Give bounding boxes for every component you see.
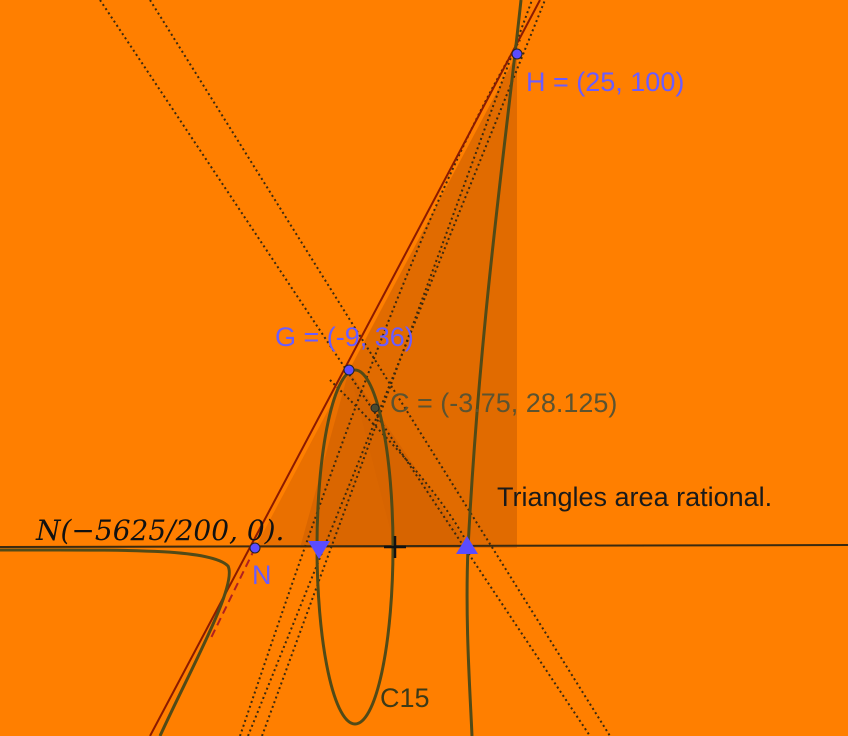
point-g[interactable] bbox=[343, 364, 355, 376]
dotted-curve-2 bbox=[329, 379, 471, 549]
n-formula-text: N(−5625/200, 0). bbox=[35, 514, 284, 547]
label-c: C = (-3.75, 28.125) bbox=[390, 388, 617, 418]
point-n[interactable] bbox=[249, 542, 261, 554]
label-g: G = (-9, 36) bbox=[275, 322, 414, 352]
dotted-line-1 bbox=[99, 0, 591, 736]
point-c[interactable] bbox=[370, 403, 380, 413]
label-curve-c15: C15 bbox=[380, 683, 430, 713]
shaded-triangle-large bbox=[255, 54, 517, 548]
marker-triangle-up[interactable] bbox=[456, 536, 478, 554]
dotted-line-4 bbox=[261, 0, 533, 736]
label-h: H = (25, 100) bbox=[526, 67, 684, 97]
shaded-triangles bbox=[255, 54, 517, 548]
curve-c15-right-branch bbox=[465, 0, 523, 736]
label-n: N bbox=[252, 560, 272, 590]
point-h[interactable] bbox=[511, 48, 523, 60]
secant-dashed-extension bbox=[209, 547, 256, 641]
origin-cross-icon bbox=[384, 536, 406, 558]
annotation-text: Triangles area rational. bbox=[497, 482, 772, 512]
marker-triangle-down[interactable] bbox=[308, 541, 330, 559]
x-axis bbox=[0, 544, 848, 548]
curve-c15-left-branch bbox=[0, 548, 231, 736]
